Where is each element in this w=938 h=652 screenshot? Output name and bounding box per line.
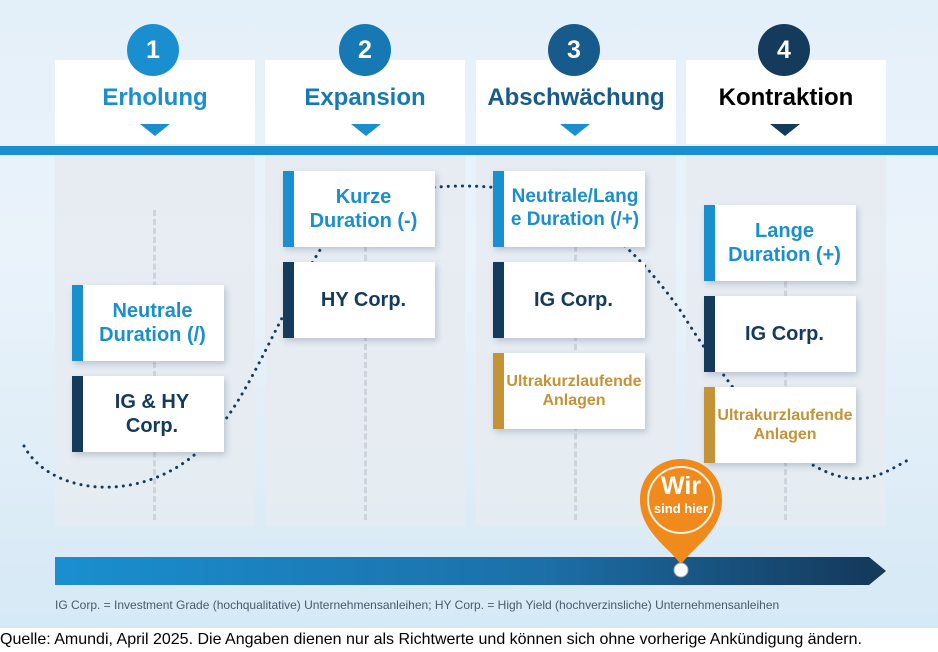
footnote: IG Corp. = Investment Grade (hochqualita… [55,598,780,612]
phase-1-title: Erholung [102,84,208,111]
phase-2-arrow [351,124,381,136]
phase-1-corp-label: IG & HY Corp. [114,391,190,437]
cycle-curve [22,184,914,489]
location-pin-icon [640,459,722,578]
source-note: Quelle: Amundi, April 2025. Die Angaben … [0,631,862,648]
phase-4-title: Kontraktion [718,84,854,111]
phase-4-number: 4 [758,24,810,76]
phase-4-short-label: Ultrakurzlaufende Anlagen [717,406,853,443]
phase-1-duration-box: Neutrale Duration (/) [72,285,224,361]
phase-1-corp-box: IG & HY Corp. [72,376,224,452]
phase-2-number: 2 [339,24,391,76]
phase-4-duration-box: Lange Duration (+) [704,205,856,281]
phase-4-corp-label: IG Corp. [745,323,824,345]
phase-2-corp-label: HY Corp. [320,289,407,311]
phase-4-duration-label: Lange Duration (+) [728,220,841,266]
phase-3-title: Abschwächung [487,84,665,111]
phase-2-corp-box: HY Corp. [283,262,435,338]
phase-3-short-box: Ultrakurzlaufende Anlagen [493,353,645,429]
marker-label: Wir sind hier [634,472,728,518]
phase-2-title: Expansion [304,84,426,111]
phase-3-arrow [560,124,590,136]
guide-line [364,210,367,520]
phase-3-corp-box: IG Corp. [493,262,645,338]
phase-1-number: 1 [127,24,179,76]
phase-3-number: 3 [548,24,600,76]
phase-2-duration-box: Kurze Duration (-) [283,171,435,247]
phase-1-duration-label: Neutrale Duration (/) [99,300,206,346]
phase-1-arrow [140,124,170,136]
phase-4-corp-box: IG Corp. [704,296,856,372]
phase-3-short-label: Ultrakurzlaufende Anlagen [506,372,642,409]
timeline-arrowhead [869,557,886,585]
marker-line-2: sind hier [653,501,709,516]
phase-3-duration-label: Neutrale/Lange Duration (/+) [510,186,640,230]
header-rule [0,146,938,155]
diagram-canvas: 1 2 3 4 Erholung Expansion Abschwächung … [0,0,938,628]
timeline-bar [55,557,869,585]
phase-4-short-box: Ultrakurzlaufende Anlagen [704,387,856,463]
marker-line-1: Wir [660,472,702,500]
phase-2-duration-label: Kurze Duration (-) [309,186,418,232]
phase-3-duration-box: Neutrale/Lange Duration (/+) [493,171,645,247]
phase-3-corp-label: IG Corp. [534,289,613,311]
guide-line [153,210,156,520]
phase-4-arrow [770,124,800,136]
